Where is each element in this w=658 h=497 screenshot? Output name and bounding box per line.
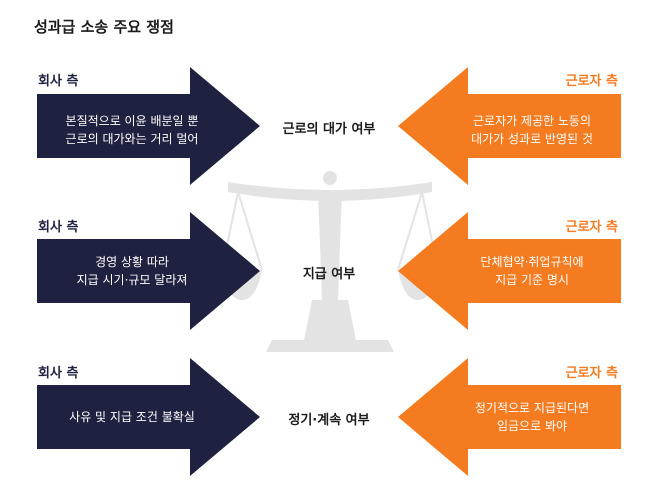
worker-label: 근로자 측 xyxy=(565,74,618,89)
company-label: 회사 측 xyxy=(38,74,79,89)
worker-argument: 정기적으로 지급된다면 임금으로 봐야 xyxy=(443,399,621,435)
company-arrow xyxy=(37,67,260,185)
company-argument-line: 사유 및 지급 조건 불확실 xyxy=(69,410,195,424)
worker-label: 근로자 측 xyxy=(565,220,618,235)
worker-label: 근로자 측 xyxy=(565,366,618,381)
company-argument: 본질적으로 이윤 배분일 뿐 근로의 대가와는 거리 멀어 xyxy=(37,112,227,148)
company-argument-line: 경영 상황 따라 xyxy=(95,255,169,269)
worker-argument-line: 지급 기준 명시 xyxy=(495,273,569,287)
company-label: 회사 측 xyxy=(38,220,79,235)
issue-label: 정기·계속 여부 xyxy=(288,413,370,428)
worker-argument-line: 대가가 성과로 반영된 것 xyxy=(471,132,593,146)
worker-arrow xyxy=(398,67,621,185)
page-title: 성과급 소송 주요 쟁점 xyxy=(34,18,174,36)
company-arrow xyxy=(37,358,260,476)
company-argument: 경영 상황 따라 지급 시기·규모 달라져 xyxy=(37,253,227,289)
worker-argument-line: 정기적으로 지급된다면 xyxy=(474,401,590,415)
worker-arrow xyxy=(398,212,621,330)
issue-label: 지급 여부 xyxy=(302,267,356,282)
company-argument-line: 본질적으로 이윤 배분일 뿐 xyxy=(65,114,199,128)
company-argument: 사유 및 지급 조건 불확실 xyxy=(37,408,227,426)
company-argument-line: 근로의 대가와는 거리 멀어 xyxy=(65,132,199,146)
worker-argument: 단체협약·취업규칙에 지급 기준 명시 xyxy=(443,253,621,289)
worker-argument-line: 임금으로 봐야 xyxy=(496,419,568,433)
worker-argument-line: 단체협약·취업규칙에 xyxy=(480,255,584,269)
worker-arrow xyxy=(398,358,621,476)
worker-argument-line: 근로자가 제공한 노동의 xyxy=(472,114,592,128)
worker-argument: 근로자가 제공한 노동의 대가가 성과로 반영된 것 xyxy=(443,112,621,148)
company-argument-line: 지급 시기·규모 달라져 xyxy=(76,273,188,287)
company-label: 회사 측 xyxy=(38,366,79,381)
issue-label: 근로의 대가 여부 xyxy=(282,122,376,137)
company-arrow xyxy=(37,212,260,330)
